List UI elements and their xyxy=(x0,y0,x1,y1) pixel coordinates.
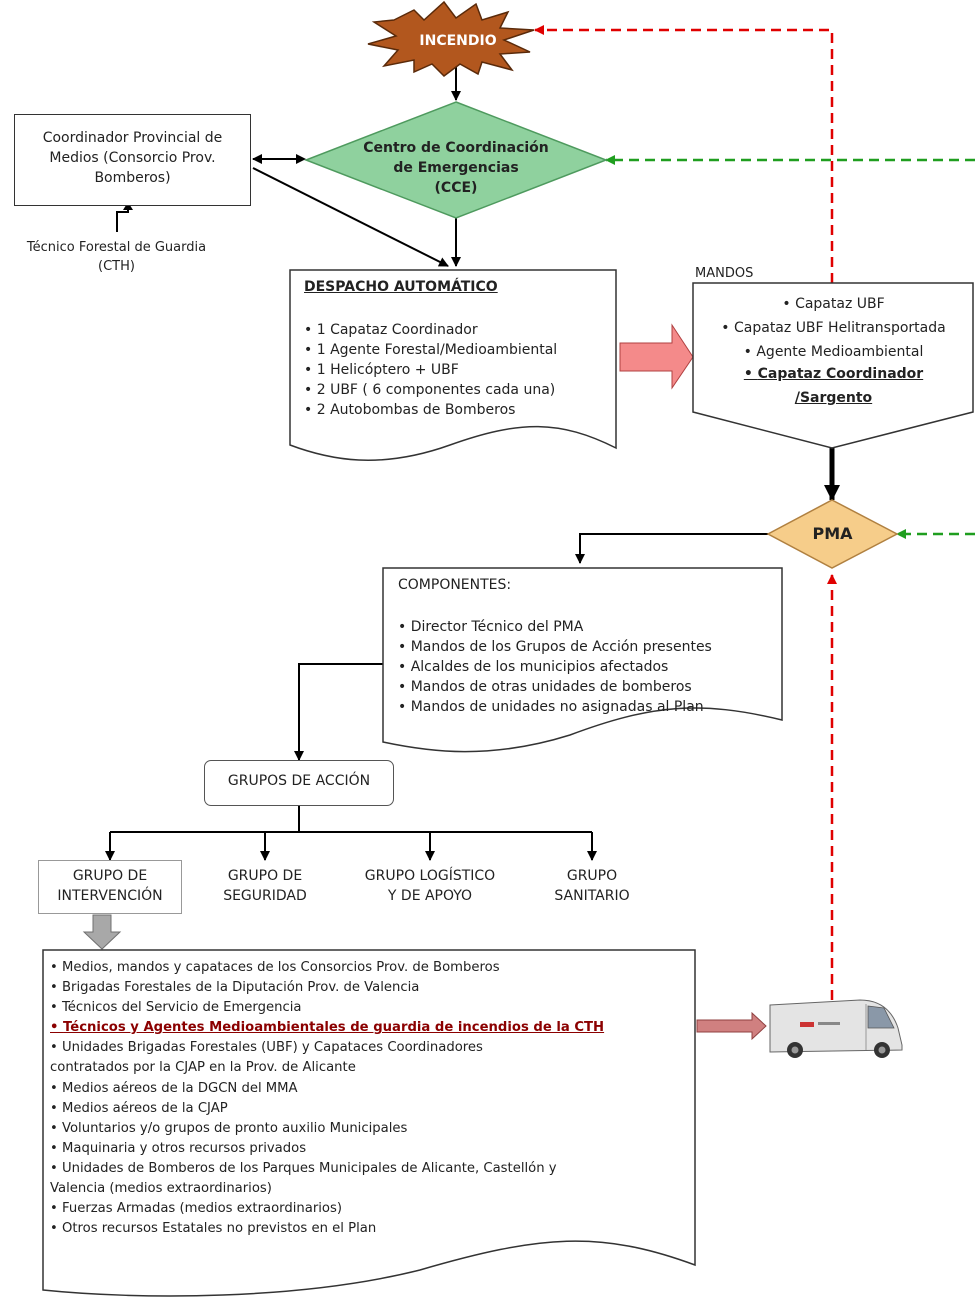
list-item: • Maquinaria y otros recursos privados xyxy=(50,1140,307,1156)
list-item: 2 UBF ( 6 componentes cada una) xyxy=(304,380,557,400)
grupo-intervencion-line1: GRUPO DE xyxy=(72,868,148,884)
intervencion-to-list-arrow xyxy=(82,914,122,950)
componentes-list: Director Técnico del PMA Mandos de los G… xyxy=(398,617,712,717)
list-item: • Brigadas Forestales de la Diputación P… xyxy=(50,980,420,996)
list-item: • Medios aéreos de la CJAP xyxy=(50,1100,228,1116)
grupo-intervencion-line2: INTERVENCIÓN xyxy=(57,888,163,904)
list-item: • Medios, mandos y capataces de los Cons… xyxy=(50,960,500,975)
cce-line1: Centro de Coordinación xyxy=(363,140,549,156)
cce-line2: de Emergencias xyxy=(393,160,519,176)
coordinador-line2: Medios (Consorcio Prov. xyxy=(49,150,216,166)
mandos-bold-text: Capataz Coordinador xyxy=(757,366,924,382)
list-item: • Medios aéreos de la DGCN del MMA xyxy=(50,1080,298,1096)
grupo-sanitario-line1: GRUPO xyxy=(566,868,618,884)
coordinador-to-despacho-arrow xyxy=(252,167,449,267)
pma-to-componentes-arrow xyxy=(575,533,768,564)
list-item: • Unidades Brigadas Forestales (UBF) y C… xyxy=(50,1040,483,1056)
list-item-continuation: Valencia (medios extraordinarios) xyxy=(50,1181,272,1197)
pma-label: PMA xyxy=(812,524,853,543)
van-icon xyxy=(769,999,903,1058)
list-item: 1 Helicóptero + UBF xyxy=(304,360,557,380)
list-item: 2 Autobombas de Bomberos xyxy=(304,400,557,420)
grupo-seguridad-line2: SEGURIDAD xyxy=(223,888,307,904)
list-item: Capataz UBF Helitransportada xyxy=(694,316,973,340)
list-to-van-arrow xyxy=(696,1011,767,1041)
list-item: Alcaldes de los municipios afectados xyxy=(398,657,712,677)
list-item: Agente Medioambiental xyxy=(694,340,973,364)
grupo-logistico-line2: Y DE APOYO xyxy=(387,888,473,904)
grupo-sanitario-line2: SANITARIO xyxy=(554,888,630,904)
list-item: 1 Capataz Coordinador xyxy=(304,320,557,340)
intervencion-list-box xyxy=(42,949,696,1297)
list-item: Capataz UBF xyxy=(694,292,973,316)
mandos-bold-line1: • Capataz Coordinador xyxy=(743,366,924,382)
list-item-highlight: • Técnicos y Agentes Medioambientales de… xyxy=(50,1020,605,1036)
coordinador-box xyxy=(14,114,251,206)
coordinador-line1: Coordinador Provincial de xyxy=(42,130,223,146)
tecnico-forestal-line2: (CTH) xyxy=(98,259,135,274)
grupo-logistico-line1: GRUPO LOGÍSTICO xyxy=(364,868,496,884)
list-item: • Fuerzas Armadas (medios extraordinario… xyxy=(50,1201,342,1217)
mandos-label: MANDOS xyxy=(695,266,754,281)
list-item-continuation: contratados por la CJAP en la Prov. de A… xyxy=(50,1060,356,1076)
grupo-intervencion-box xyxy=(38,860,182,914)
despacho-title: DESPACHO AUTOMÁTICO xyxy=(304,279,498,295)
despacho-list: 1 Capataz Coordinador 1 Agente Forestal/… xyxy=(304,320,557,420)
cce-diamond xyxy=(303,101,609,219)
incendio-label: INCENDIO xyxy=(419,33,497,49)
mandos-to-incendio-dashed xyxy=(534,25,834,283)
list-item: Director Técnico del PMA xyxy=(398,617,712,637)
pma-diamond xyxy=(766,499,899,569)
despacho-to-mandos-big-arrow xyxy=(619,323,694,390)
list-item: • Técnicos del Servicio de Emergencia xyxy=(50,1000,302,1016)
componentes-to-grupos-arrow xyxy=(294,663,383,761)
list-item: Mandos de unidades no asignadas al Plan xyxy=(398,697,712,717)
list-item: • Otros recursos Estatales no previstos … xyxy=(50,1221,377,1237)
tecnico-forestal-line1: Técnico Forestal de Guardia xyxy=(26,240,207,255)
mandos-bold-line2: /Sargento xyxy=(794,390,873,406)
grupos-accion-box xyxy=(204,760,394,806)
componentes-title: COMPONENTES: xyxy=(398,577,512,593)
mandos-list: Capataz UBF Capataz UBF Helitransportada… xyxy=(694,292,973,364)
grupo-seguridad-line1: GRUPO DE xyxy=(227,868,303,884)
intervencion-list: • Medios, mandos y capataces de los Cons… xyxy=(50,958,604,1239)
cce-line3: (CCE) xyxy=(434,180,478,196)
grupos-accion-label: GRUPOS DE ACCIÓN xyxy=(227,773,371,789)
list-item: • Voluntarios y/o grupos de pronto auxil… xyxy=(50,1120,408,1136)
list-item: Mandos de otras unidades de bomberos xyxy=(398,677,712,697)
list-item: • Unidades de Bomberos de los Parques Mu… xyxy=(50,1160,557,1176)
coordinador-line3: Bomberos) xyxy=(94,170,171,186)
incendio-shape xyxy=(367,0,535,77)
list-item: 1 Agente Forestal/Medioambiental xyxy=(304,340,557,360)
list-item: Mandos de los Grupos de Acción presentes xyxy=(398,637,712,657)
